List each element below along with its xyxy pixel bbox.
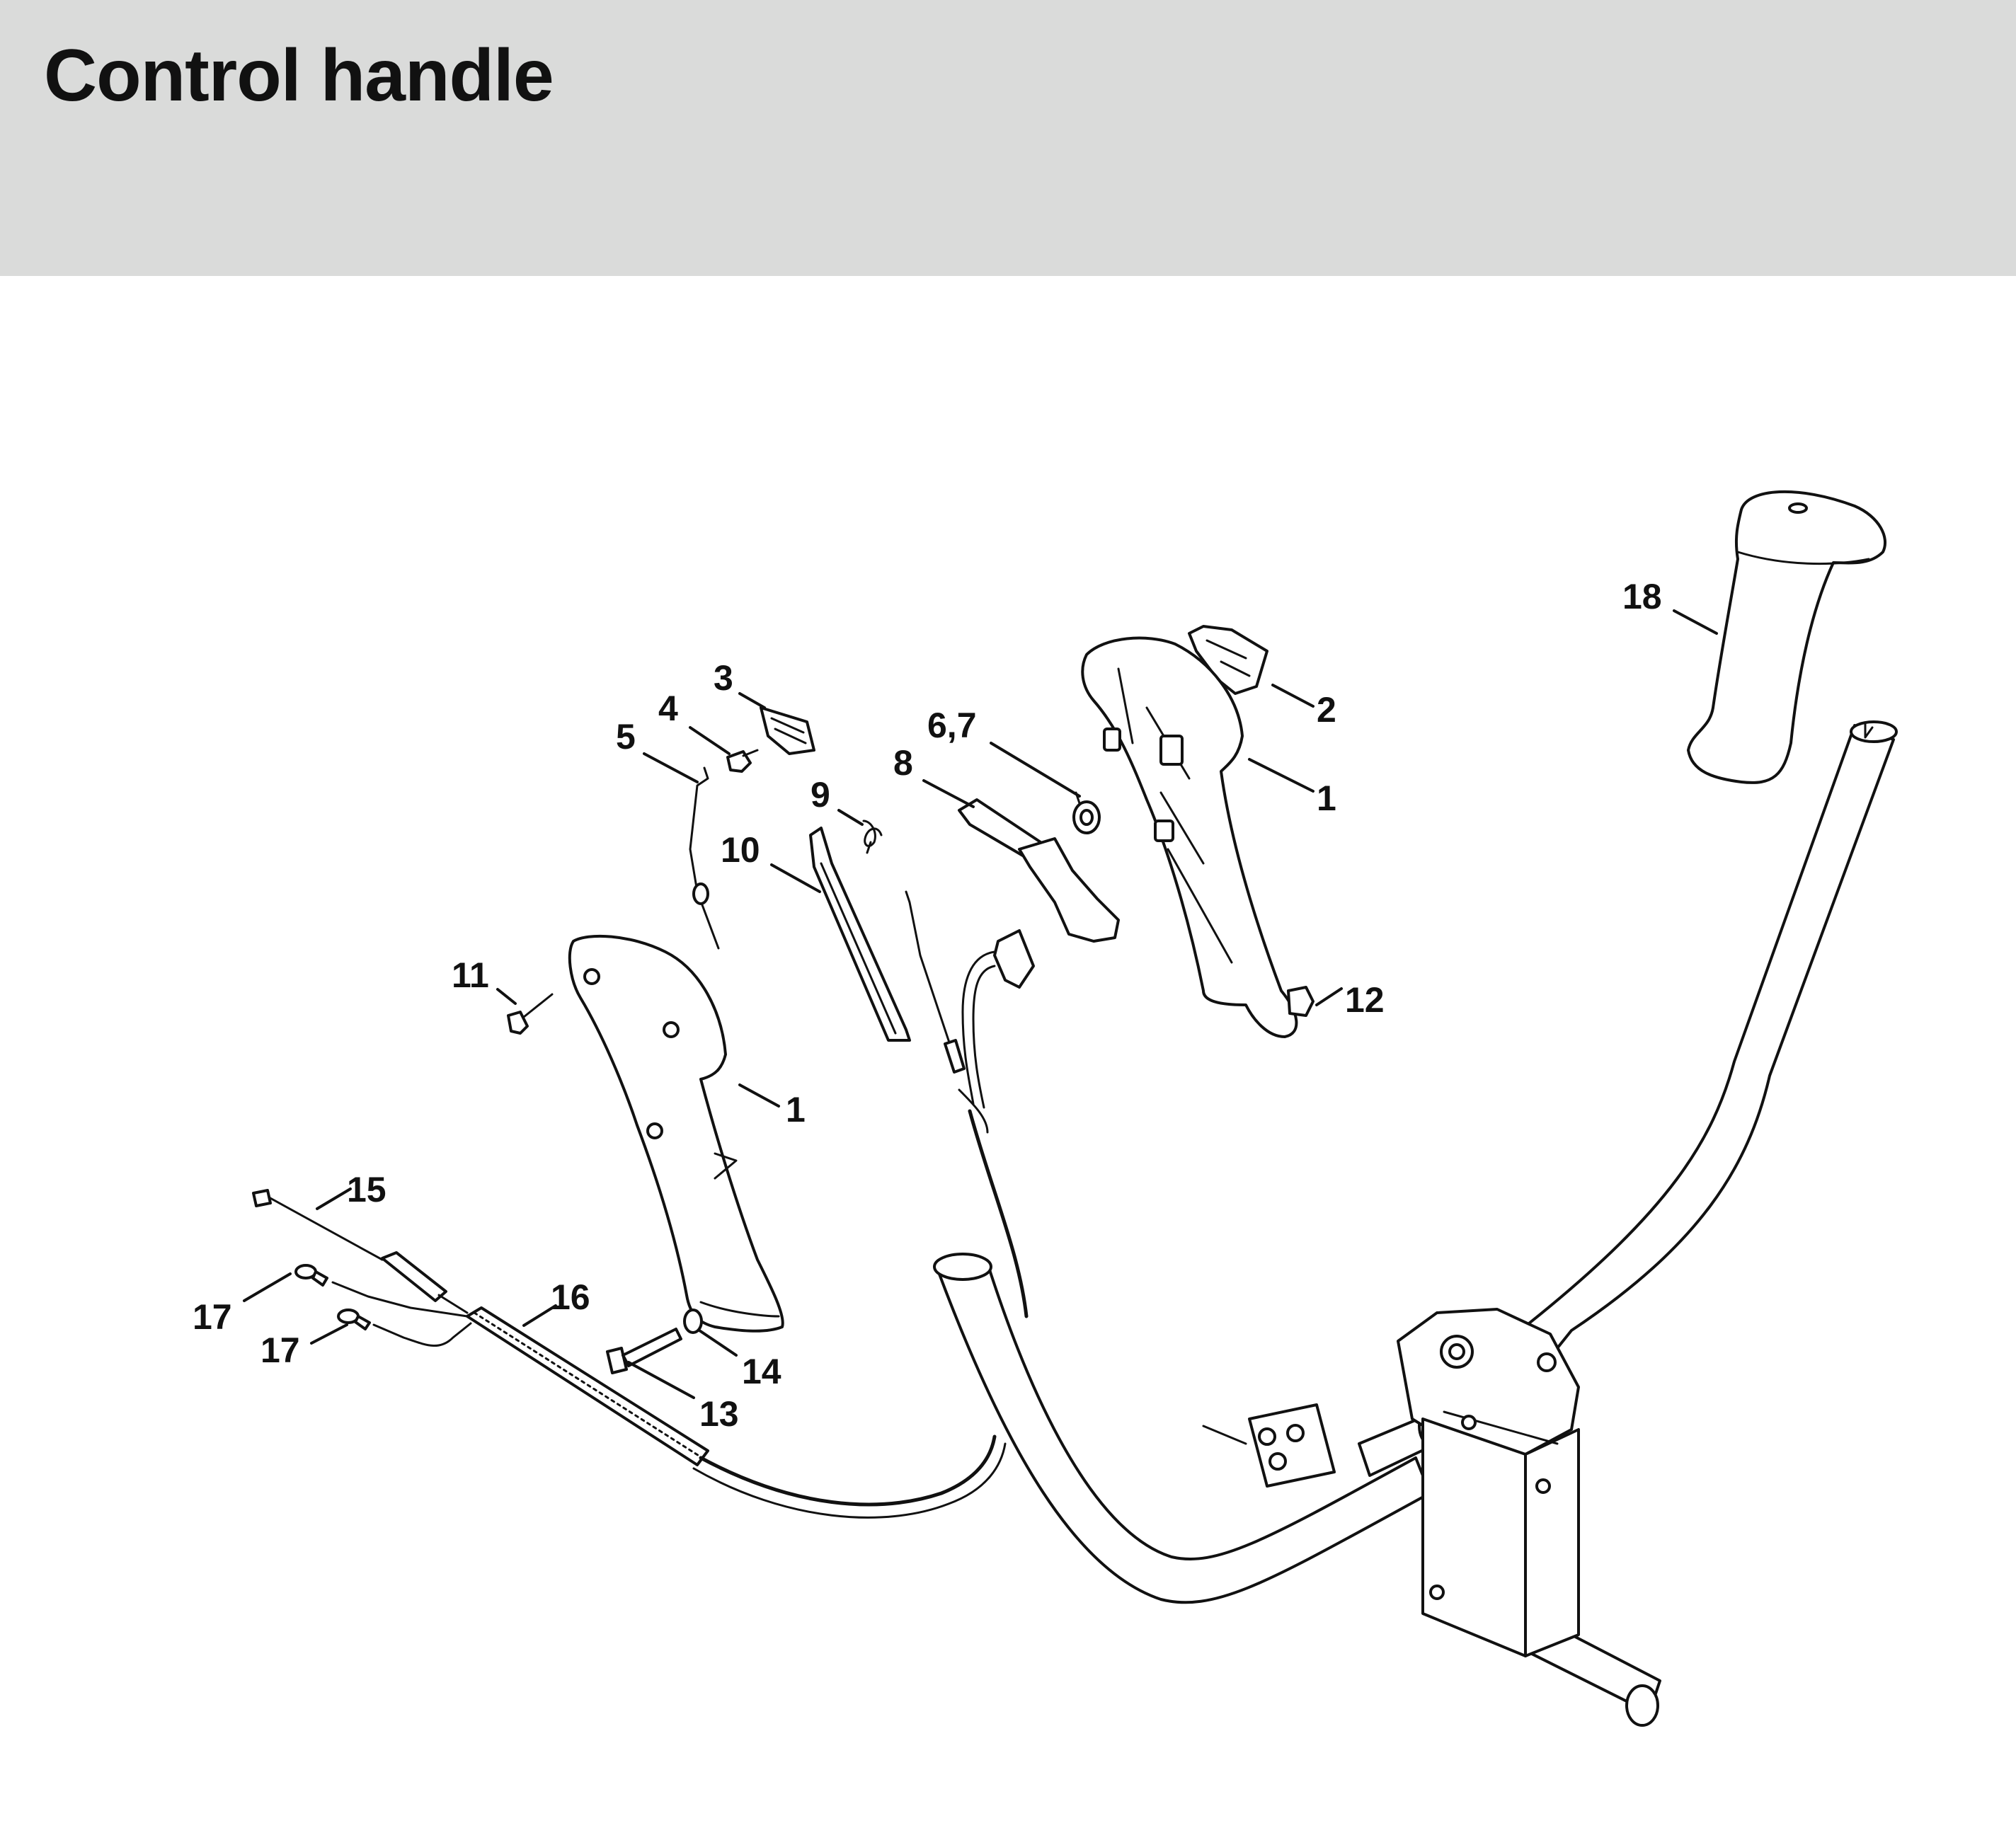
part-2 bbox=[1188, 625, 1268, 695]
part-4-screw bbox=[726, 749, 759, 773]
callout-16: 16 bbox=[551, 1277, 590, 1317]
terminal-part-17-b bbox=[337, 1309, 472, 1347]
part-12-nut bbox=[1287, 986, 1315, 1017]
callout-1-right: 1 bbox=[1317, 778, 1336, 818]
leader-lines bbox=[243, 609, 1718, 1399]
callout-2: 2 bbox=[1317, 690, 1336, 730]
callout-1-left: 1 bbox=[786, 1090, 806, 1129]
housing-half-part-1-left bbox=[568, 934, 784, 1333]
page-title: Control handle bbox=[44, 35, 554, 117]
part-5-spring bbox=[689, 766, 720, 950]
callout-15: 15 bbox=[347, 1170, 386, 1209]
callout-5: 5 bbox=[616, 717, 636, 757]
callout-4: 4 bbox=[658, 689, 678, 728]
callout-17-a: 17 bbox=[193, 1297, 232, 1337]
callout-12: 12 bbox=[1345, 980, 1385, 1020]
terminal-part-17-a bbox=[294, 1264, 469, 1318]
callout-17-b: 17 bbox=[260, 1330, 300, 1370]
callout-14: 14 bbox=[742, 1352, 781, 1391]
part-9-spring bbox=[862, 820, 883, 854]
trigger-part-8 bbox=[958, 798, 1120, 943]
part-14-washer bbox=[683, 1309, 703, 1334]
header-bar: Control handle bbox=[0, 0, 2016, 276]
callout-6-7: 6,7 bbox=[927, 706, 977, 745]
part-11-screw bbox=[507, 993, 554, 1035]
part-3 bbox=[760, 706, 815, 755]
callout-9: 9 bbox=[811, 775, 830, 815]
callout-8: 8 bbox=[893, 743, 913, 783]
handlebar-tube bbox=[933, 720, 1898, 1727]
callout-13: 13 bbox=[699, 1394, 739, 1434]
part-6-7 bbox=[1072, 791, 1101, 834]
callout-labels: 18 2 1 3 4 5 6,7 8 9 10 11 12 1 15 16 17… bbox=[193, 577, 1662, 1434]
grip-part-18 bbox=[1687, 490, 1887, 784]
housing-half-part-1-right bbox=[1081, 636, 1298, 1038]
callout-3: 3 bbox=[714, 658, 733, 698]
callout-18: 18 bbox=[1622, 577, 1662, 616]
cable-sleeve-part-16 bbox=[466, 1306, 1007, 1519]
cable-part-15 bbox=[252, 1189, 469, 1314]
switch-with-wires bbox=[905, 890, 1035, 1318]
callout-11: 11 bbox=[452, 955, 489, 995]
part-13-bolt bbox=[606, 1328, 682, 1374]
callout-10: 10 bbox=[721, 830, 760, 870]
lever-part-10 bbox=[809, 827, 911, 1042]
